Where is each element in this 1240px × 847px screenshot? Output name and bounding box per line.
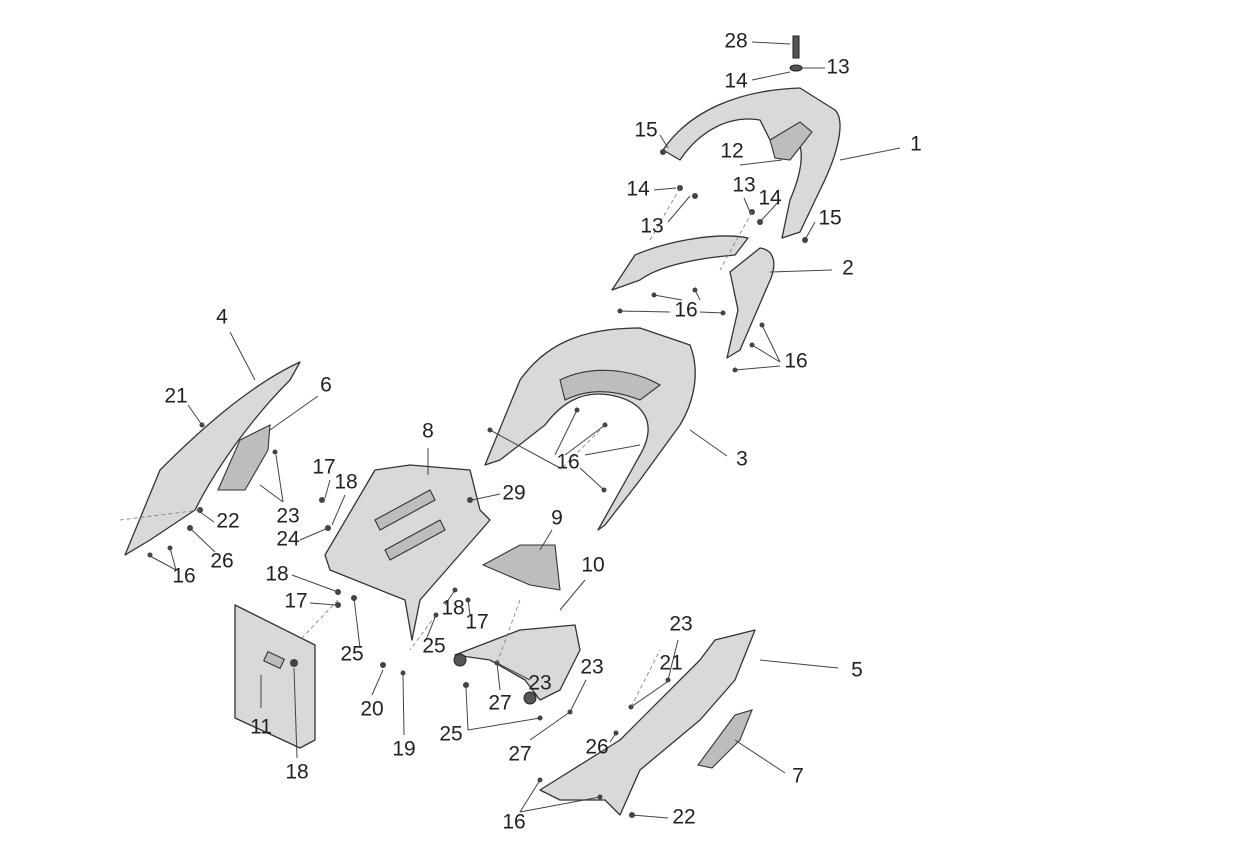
part-1-grab-rail — [662, 87, 841, 239]
part-8-undertray — [324, 464, 491, 641]
part-10-mudguard-bracket — [453, 624, 581, 705]
callout: 4 — [216, 306, 228, 329]
callout: 17 — [465, 611, 488, 634]
callout: 8 — [422, 420, 434, 443]
callout: 27 — [488, 692, 511, 715]
leader-lines — [149, 41, 901, 819]
callout: 14 — [724, 70, 748, 93]
part-2-rail-cover — [611, 235, 775, 359]
callout: 14 — [626, 178, 650, 201]
callout: 19 — [392, 738, 415, 761]
assembly-lines — [119, 187, 753, 708]
callout: 16 — [172, 565, 195, 588]
callout: 22 — [672, 806, 695, 829]
callout: 18 — [265, 563, 288, 586]
callout: 21 — [659, 652, 682, 675]
callout: 24 — [276, 528, 300, 551]
callout: 6 — [320, 374, 332, 397]
callout: 14 — [758, 187, 782, 210]
part-6-left-insert — [217, 424, 271, 491]
callout: 26 — [585, 736, 608, 759]
callout: 2 — [842, 257, 854, 280]
callout-labels: 28 13 14 15 12 1 14 13 14 13 15 2 16 16 … — [164, 30, 922, 834]
part-28-bolt — [789, 35, 803, 72]
callout: 15 — [818, 207, 841, 230]
callout: 25 — [439, 723, 462, 746]
callout: 23 — [276, 505, 299, 528]
part-4-left-side-panel — [124, 361, 301, 556]
callout: 18 — [441, 597, 464, 620]
callout: 11 — [250, 716, 272, 739]
callout: 23 — [669, 613, 692, 636]
part-11-mud-flap — [234, 604, 316, 749]
part-9-bracket — [481, 544, 561, 591]
part-5-right-side-panel — [539, 629, 756, 816]
callout: 12 — [720, 140, 743, 163]
callout: 3 — [736, 448, 748, 471]
callout: 5 — [851, 659, 863, 682]
callout: 29 — [502, 482, 525, 505]
callout: 22 — [216, 510, 239, 533]
callout: 16 — [784, 350, 807, 373]
callout: 21 — [164, 385, 187, 408]
callout: 15 — [634, 119, 657, 142]
callout: 16 — [502, 811, 525, 834]
callout: 26 — [210, 550, 233, 573]
callout: 18 — [285, 761, 308, 784]
callout: 16 — [674, 299, 697, 322]
callout: 9 — [551, 507, 563, 530]
callout: 20 — [360, 698, 383, 721]
callout: 17 — [284, 590, 307, 613]
callout: 13 — [640, 215, 663, 238]
callout: 23 — [528, 672, 551, 695]
callout: 28 — [724, 30, 747, 53]
callout: 13 — [826, 56, 849, 79]
callout: 18 — [334, 471, 357, 494]
callout: 13 — [732, 174, 755, 197]
callout: 25 — [340, 643, 363, 666]
callout: 23 — [580, 656, 603, 679]
callout: 1 — [910, 133, 922, 156]
callout: 17 — [312, 456, 335, 479]
callout: 27 — [508, 743, 531, 766]
part-7-right-insert — [697, 709, 753, 769]
callout: 7 — [792, 765, 804, 788]
callout: 10 — [581, 554, 604, 577]
callout: 16 — [556, 451, 579, 474]
callout: 25 — [422, 635, 445, 658]
part-3-tail-cover — [484, 327, 696, 531]
